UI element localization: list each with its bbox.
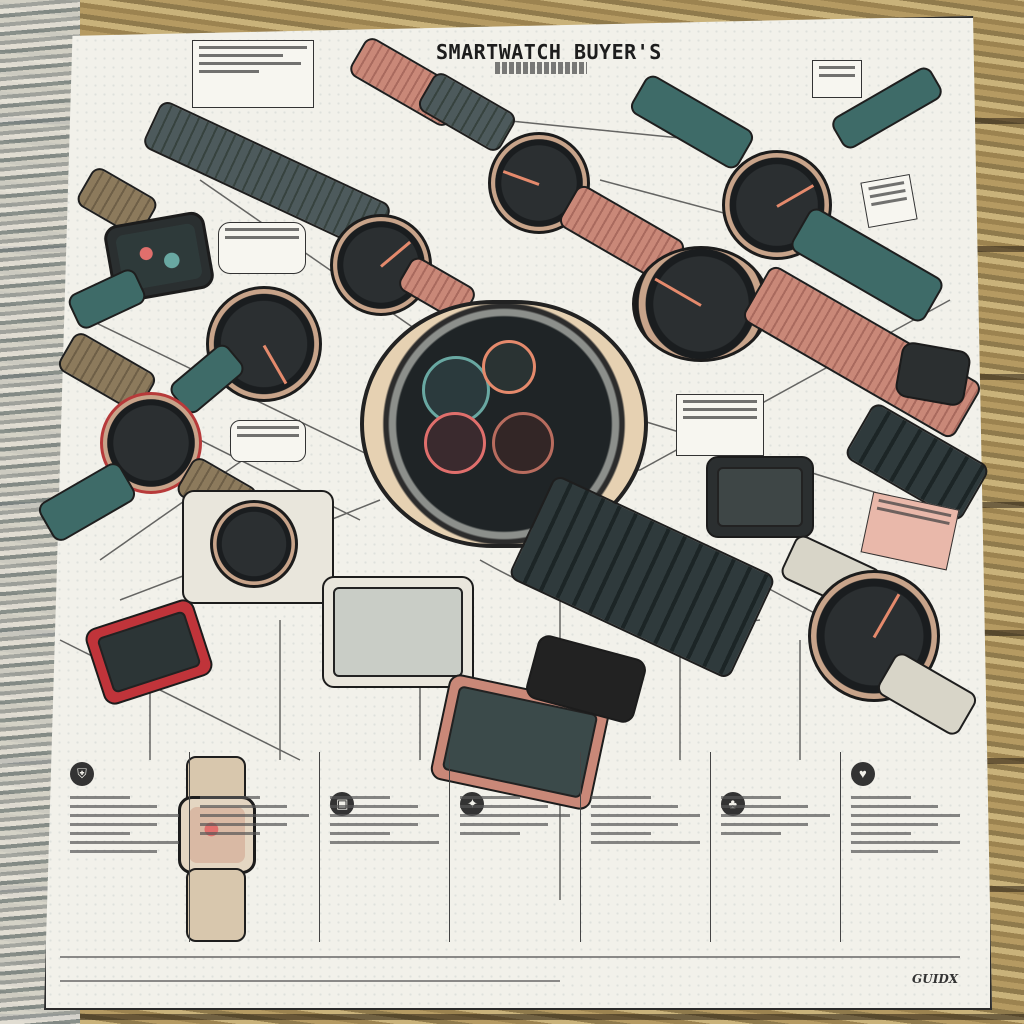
spec-column-4: ✦ [449,752,579,942]
info-note-right [860,174,918,228]
info-note-mid-left [218,222,306,274]
footer-rule-top [60,956,960,958]
spec-column-3: ▣ [319,752,449,942]
shield-icon: ⛨ [70,762,94,786]
charging-dock-center [322,576,474,688]
spec-column-1: ⛨ [60,752,189,942]
small-screen-device-right [893,340,973,408]
heart-icon: ♥ [850,762,875,786]
spec-column-5 [579,752,710,942]
spec-column-2 [189,752,319,942]
poster-subtitle-scribble [495,62,587,74]
spec-column-7: ♥ [839,752,970,942]
info-note-center-right [676,394,764,456]
smart-band-right [706,456,814,538]
spec-column-6: ♣ [709,752,840,942]
poster-title: SMARTWATCH BUYER'S [436,40,662,64]
footer-rule-bottom [60,980,560,982]
info-note-center-left [230,420,306,462]
info-note-top-right [812,60,862,98]
info-note-top-left [192,40,314,108]
poster-brand: GUIDX [912,972,959,986]
spec-columns: ⛨ ▣ ✦ ♣ ♥ [60,752,970,942]
